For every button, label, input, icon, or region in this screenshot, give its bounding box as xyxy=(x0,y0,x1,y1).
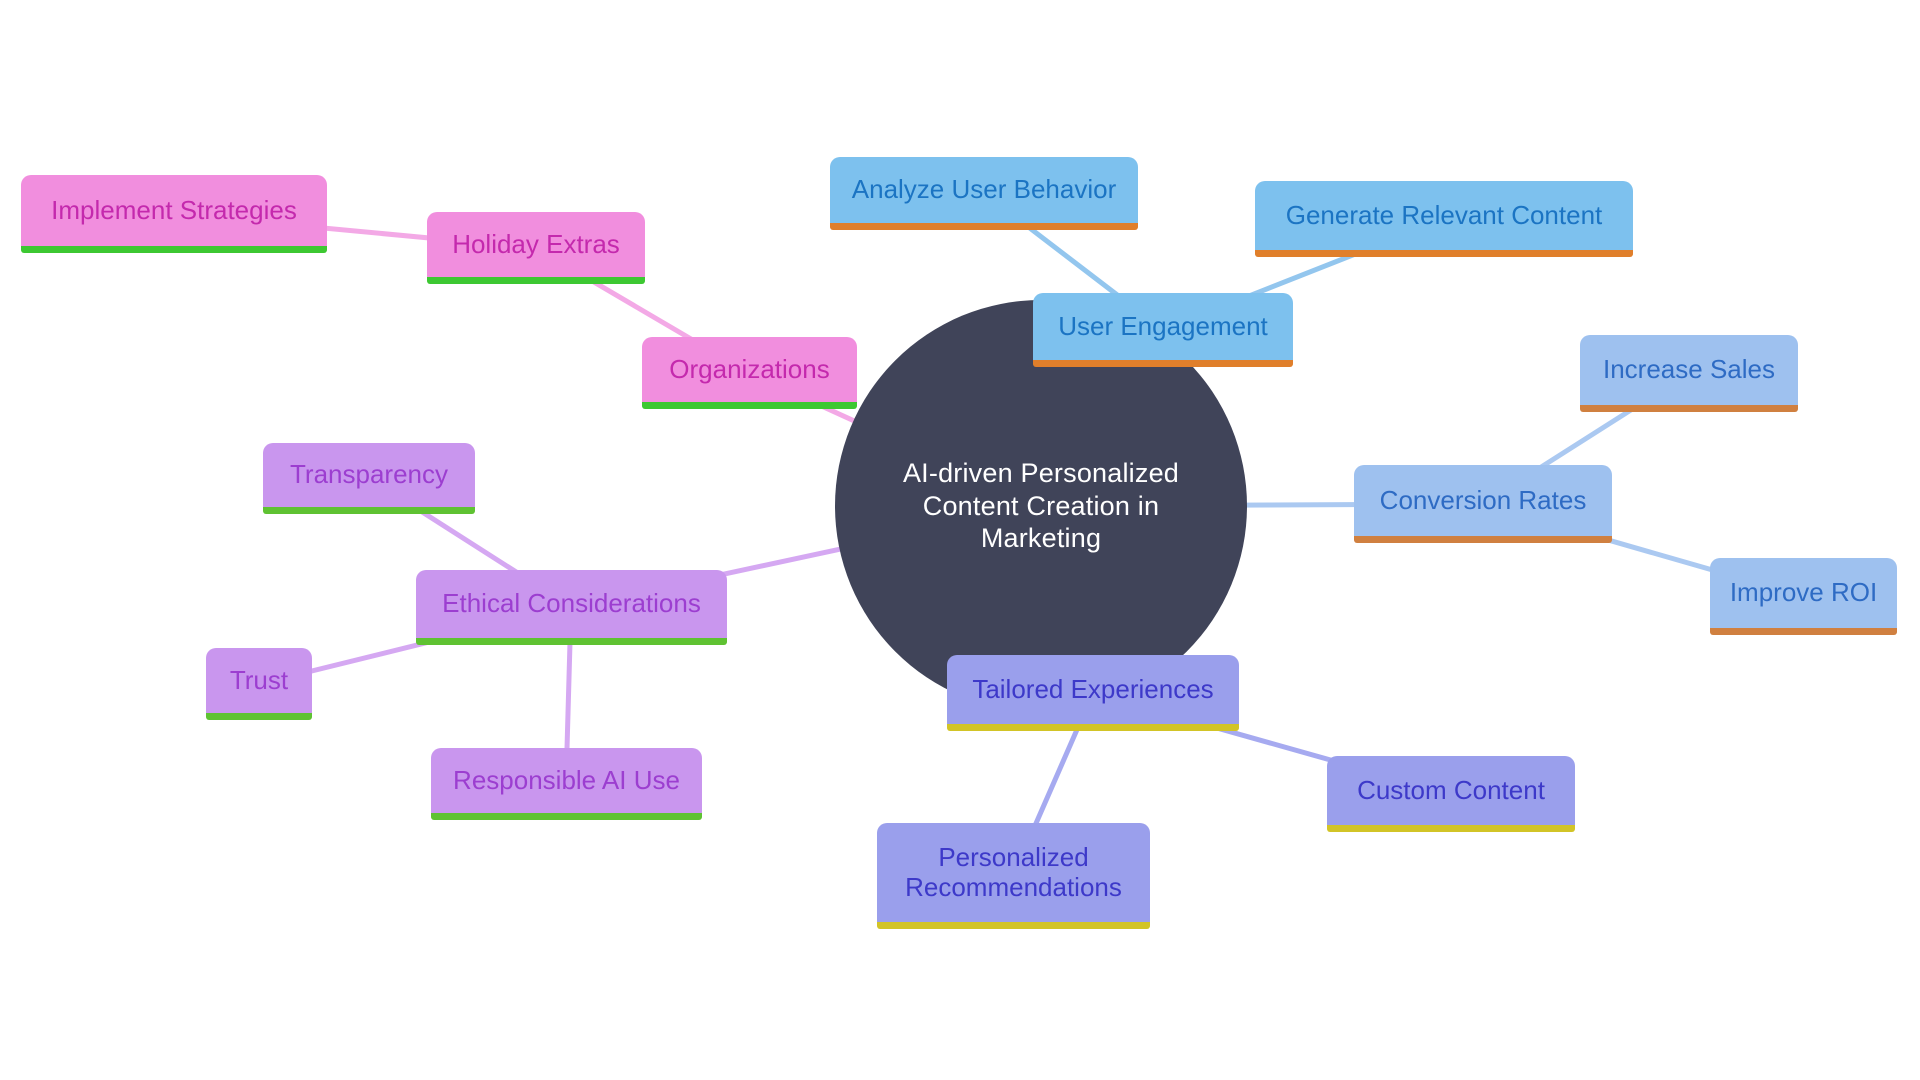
node-analyze-user-behavior[interactable]: Analyze User Behavior xyxy=(830,157,1138,230)
node-tailored-experiences[interactable]: Tailored Experiences xyxy=(947,655,1239,731)
node-label: Organizations xyxy=(669,353,830,384)
node-label: Implement Strategies xyxy=(51,194,297,225)
node-user-engagement[interactable]: User Engagement xyxy=(1033,293,1293,367)
node-label: Trust xyxy=(229,664,289,695)
node-label: Responsible AI Use xyxy=(453,764,680,795)
node-organizations[interactable]: Organizations xyxy=(642,337,857,409)
node-trust[interactable]: Trust xyxy=(206,648,312,720)
node-label: Custom Content xyxy=(1357,774,1545,805)
node-label: Improve ROI xyxy=(1729,577,1878,608)
node-conversion-rates[interactable]: Conversion Rates xyxy=(1354,465,1612,543)
node-label: Tailored Experiences xyxy=(972,673,1214,704)
node-label: User Engagement xyxy=(1058,310,1268,341)
node-personalized-recommendations[interactable]: Personalized Recommendations xyxy=(877,823,1150,929)
node-transparency[interactable]: Transparency xyxy=(263,443,475,514)
node-responsible-ai-use[interactable]: Responsible AI Use xyxy=(431,748,702,820)
node-implement-strategies[interactable]: Implement Strategies xyxy=(21,175,327,253)
node-holiday-extras[interactable]: Holiday Extras xyxy=(427,212,645,284)
node-increase-sales[interactable]: Increase Sales xyxy=(1580,335,1798,412)
node-improve-roi[interactable]: Improve ROI xyxy=(1710,558,1897,635)
node-label: Transparency xyxy=(290,459,448,490)
node-label: Conversion Rates xyxy=(1379,484,1587,515)
node-label: Generate Relevant Content xyxy=(1285,199,1603,230)
node-label: Analyze User Behavior xyxy=(851,174,1117,205)
node-label: Ethical Considerations xyxy=(442,588,701,619)
central-topic[interactable]: AI-driven Personalized Content Creation … xyxy=(835,300,1247,712)
node-ethical-considerations[interactable]: Ethical Considerations xyxy=(416,570,727,645)
node-label: Personalized Recommendations xyxy=(905,841,1122,902)
node-generate-relevant-content[interactable]: Generate Relevant Content xyxy=(1255,181,1633,257)
node-custom-content[interactable]: Custom Content xyxy=(1327,756,1575,832)
central-topic-label: AI-driven Personalized Content Creation … xyxy=(902,457,1180,554)
node-label: Holiday Extras xyxy=(452,228,620,259)
node-label: Increase Sales xyxy=(1603,354,1775,385)
